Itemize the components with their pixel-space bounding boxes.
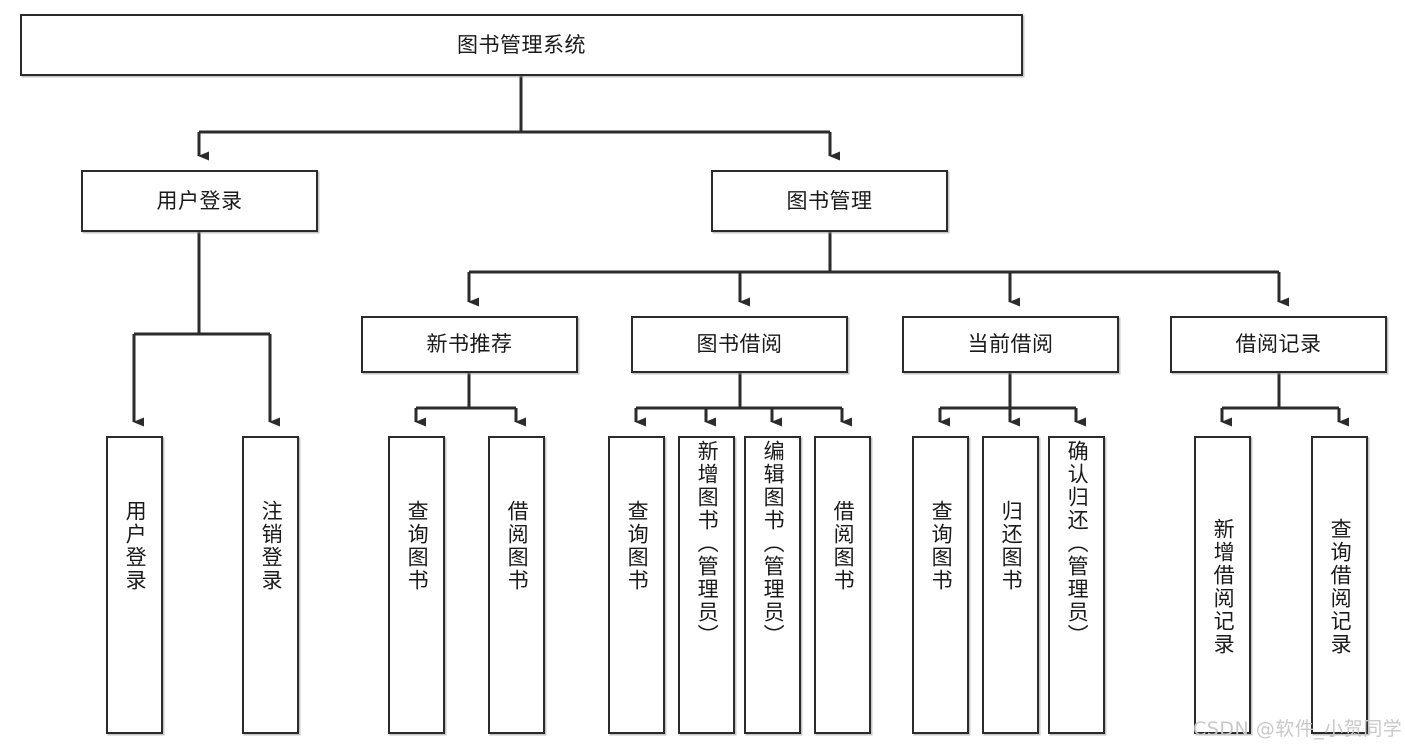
node-label: 用户登录 [123,500,148,592]
leaf-record-query-record[interactable]: 查询借阅记录 [1311,436,1368,734]
node-label: 查询图书 [405,500,430,592]
node-new-book-recommend[interactable]: 新书推荐 [361,316,578,373]
leaf-borrow-query-book[interactable]: 查询图书 [608,436,665,734]
node-label: 查询借阅记录 [1328,518,1353,656]
node-label: 图书管理系统 [457,32,586,57]
leaf-borrow-borrow-book[interactable]: 借阅图书 [814,436,871,734]
node-label: 图书管理 [786,188,873,213]
node-label: 新书推荐 [426,332,513,357]
node-book-borrow[interactable]: 图书借阅 [631,316,848,373]
node-label: 查询图书 [625,500,650,592]
node-label: 新增图书（管理员） [695,440,720,647]
node-root-system[interactable]: 图书管理系统 [20,14,1023,76]
node-label: 新增借阅记录 [1211,518,1236,656]
node-label: 图书借阅 [696,332,783,357]
node-label: 编辑图书（管理员） [761,440,786,647]
leaf-recommend-borrow-book[interactable]: 借阅图书 [488,436,545,734]
node-user-login[interactable]: 用户登录 [81,170,318,232]
node-label: 注销登录 [259,500,284,592]
leaf-user-login-login[interactable]: 用户登录 [106,436,163,734]
leaf-current-query-book[interactable]: 查询图书 [912,436,969,734]
node-label: 借阅图书 [505,500,530,592]
leaf-current-confirm-return-admin[interactable]: 确认归还（管理员） [1048,436,1105,734]
node-label: 借阅图书 [831,500,856,592]
leaf-borrow-add-book-admin[interactable]: 新增图书（管理员） [678,436,735,734]
node-borrow-record[interactable]: 借阅记录 [1170,316,1387,373]
node-label: 借阅记录 [1235,332,1322,357]
leaf-user-login-logout[interactable]: 注销登录 [242,436,299,734]
leaf-record-add-record[interactable]: 新增借阅记录 [1194,436,1251,734]
node-label: 当前借阅 [967,332,1054,357]
csdn-watermark: CSDN @软件_小贺同学 [1193,718,1403,740]
node-book-management[interactable]: 图书管理 [711,170,948,232]
node-label: 查询图书 [929,500,954,592]
node-current-borrow[interactable]: 当前借阅 [902,316,1119,373]
leaf-current-return-book[interactable]: 归还图书 [982,436,1039,734]
leaf-recommend-query-book[interactable]: 查询图书 [388,436,445,734]
node-label: 归还图书 [999,500,1024,592]
node-label: 确认归还（管理员） [1065,440,1090,647]
node-label: 用户登录 [156,188,243,213]
leaf-borrow-edit-book-admin[interactable]: 编辑图书（管理员） [744,436,801,734]
